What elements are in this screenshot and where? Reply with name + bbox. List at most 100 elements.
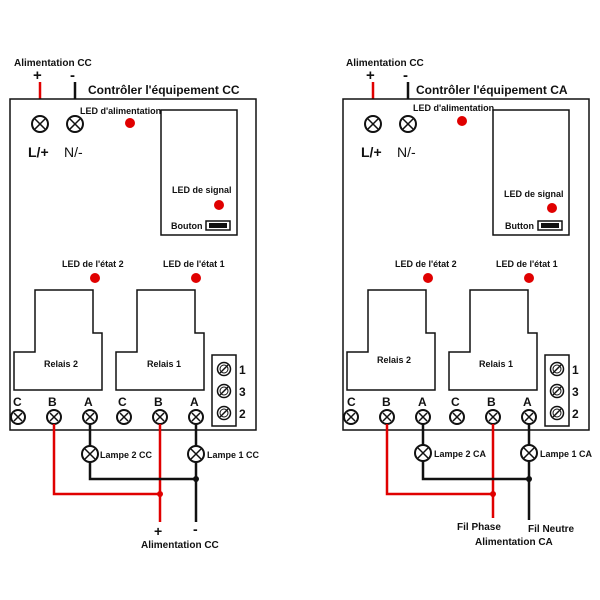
ac-state2-led bbox=[423, 273, 433, 283]
dc-terminal-label: A bbox=[190, 395, 199, 409]
dc-negative-wire bbox=[88, 462, 196, 481]
ac-power-led-label: LED d'alimentation bbox=[413, 103, 494, 113]
ac-relay-1 bbox=[448, 289, 538, 391]
ac-terminal-label: A bbox=[523, 395, 532, 409]
ac-side-terminal-3[interactable] bbox=[549, 383, 565, 399]
ac-lamp1-icon bbox=[520, 444, 538, 462]
dc-junction-positive bbox=[157, 491, 163, 497]
ac-side-terminal-label-1: 1 bbox=[572, 363, 579, 377]
dc-l-plus-label: L/+ bbox=[28, 144, 49, 160]
dc-plus-sign: + bbox=[33, 67, 42, 84]
dc-power-led-label: LED d'alimentation bbox=[80, 106, 161, 116]
ac-state1-led-label: LED de l'état 1 bbox=[496, 259, 558, 269]
dc-control-module bbox=[160, 109, 238, 236]
dc-bottom-plus: + bbox=[154, 523, 162, 539]
ac-output-terminal[interactable] bbox=[379, 409, 395, 425]
ac-signal-led-label: LED de signal bbox=[504, 189, 564, 199]
dc-output-terminal[interactable] bbox=[152, 409, 168, 425]
dc-signal-led bbox=[214, 200, 224, 210]
ac-lamp1-label: Lampe 1 CA bbox=[540, 449, 593, 459]
ac-button[interactable] bbox=[537, 220, 563, 231]
ac-terminal-label: B bbox=[382, 395, 391, 409]
dc-button[interactable] bbox=[205, 220, 231, 231]
ac-side-terminal-2[interactable] bbox=[549, 405, 565, 421]
ac-button-label: Button bbox=[505, 221, 534, 231]
ac-phase-wire bbox=[385, 424, 495, 496]
dc-terminal-label: C bbox=[13, 395, 22, 409]
dc-board-title: Contrôler l'équipement CC bbox=[88, 83, 240, 97]
ac-output-terminal[interactable] bbox=[449, 409, 465, 425]
dc-relay-2-label: Relais 2 bbox=[44, 359, 78, 369]
ac-l-plus-label: L/+ bbox=[361, 144, 382, 160]
ac-state2-led-label: LED de l'état 2 bbox=[395, 259, 457, 269]
ac-power-label: Alimentation CC bbox=[346, 58, 424, 69]
ac-output-terminal[interactable] bbox=[343, 409, 359, 425]
dc-side-terminal-1[interactable] bbox=[216, 361, 232, 377]
ac-side-terminal-1[interactable] bbox=[549, 361, 565, 377]
dc-side-terminal-label-2: 2 bbox=[239, 407, 246, 421]
dc-power-led bbox=[125, 118, 135, 128]
dc-power-label: Alimentation CC bbox=[14, 58, 92, 69]
dc-output-terminal[interactable] bbox=[10, 409, 26, 425]
dc-side-terminal-label-1: 1 bbox=[239, 363, 246, 377]
dc-bottom-minus: - bbox=[193, 521, 198, 537]
ac-minus-sign: - bbox=[403, 67, 408, 84]
ac-output-terminal[interactable] bbox=[485, 409, 501, 425]
dc-terminal-label: B bbox=[154, 395, 163, 409]
dc-terminal-label: B bbox=[48, 395, 57, 409]
dc-signal-led-label: LED de signal bbox=[172, 185, 232, 195]
ac-terminal-label: C bbox=[451, 395, 460, 409]
dc-output-terminal[interactable] bbox=[46, 409, 62, 425]
ac-junction-phase bbox=[490, 491, 496, 497]
dc-side-terminal-3[interactable] bbox=[216, 383, 232, 399]
ac-junction-neutral bbox=[526, 476, 532, 482]
ac-relay-2-label: Relais 2 bbox=[377, 355, 411, 365]
ac-panel: Alimentation CC + - Contrôler l'équipeme… bbox=[342, 58, 593, 548]
dc-power-terminal-n[interactable] bbox=[66, 115, 84, 133]
ac-neutral-wire bbox=[421, 461, 529, 481]
dc-n-minus-label: N/- bbox=[64, 144, 83, 160]
dc-state2-led-label: LED de l'état 2 bbox=[62, 259, 124, 269]
dc-terminal-label: A bbox=[84, 395, 93, 409]
ac-bottom-power-label: Alimentation CA bbox=[475, 537, 553, 548]
ac-side-terminal-label-2: 2 bbox=[572, 407, 579, 421]
ac-power-led bbox=[457, 116, 467, 126]
dc-button-label: Bouton bbox=[171, 221, 203, 231]
ac-output-terminal[interactable] bbox=[415, 409, 431, 425]
dc-output-terminal[interactable] bbox=[188, 409, 204, 425]
dc-panel: Alimentation CC + - Contrôler l'équipeme… bbox=[9, 58, 260, 551]
dc-lamp1-label: Lampe 1 CC bbox=[207, 450, 260, 460]
dc-relay-1-label: Relais 1 bbox=[147, 359, 181, 369]
dc-side-terminal-2[interactable] bbox=[216, 405, 232, 421]
ac-power-terminal-l[interactable] bbox=[364, 115, 382, 133]
dc-output-terminal[interactable] bbox=[82, 409, 98, 425]
dc-output-terminal[interactable] bbox=[116, 409, 132, 425]
dc-minus-sign: - bbox=[70, 67, 75, 84]
ac-board-title: Contrôler l'équipement CA bbox=[416, 83, 568, 97]
ac-power-terminal-n[interactable] bbox=[399, 115, 417, 133]
dc-lamp2-label: Lampe 2 CC bbox=[100, 450, 153, 460]
ac-side-terminal-label-3: 3 bbox=[572, 385, 579, 399]
ac-neutral-label: Fil Neutre bbox=[528, 524, 575, 535]
ac-control-module bbox=[492, 109, 570, 236]
dc-state1-led-label: LED de l'état 1 bbox=[163, 259, 225, 269]
dc-positive-wire bbox=[52, 424, 162, 496]
dc-lamp2-icon bbox=[81, 445, 99, 463]
ac-lamp2-icon bbox=[414, 444, 432, 462]
dc-side-terminal-label-3: 3 bbox=[239, 385, 246, 399]
dc-bottom-power-label: Alimentation CC bbox=[141, 540, 219, 551]
ac-phase-label: Fil Phase bbox=[457, 522, 501, 533]
dc-lamp1-icon bbox=[187, 445, 205, 463]
ac-signal-led bbox=[547, 203, 557, 213]
ac-output-terminal[interactable] bbox=[521, 409, 537, 425]
dc-state1-led bbox=[191, 273, 201, 283]
dc-relay-1 bbox=[115, 289, 205, 391]
ac-terminal-label: C bbox=[347, 395, 356, 409]
ac-plus-sign: + bbox=[366, 67, 375, 84]
ac-lamp2-label: Lampe 2 CA bbox=[434, 449, 487, 459]
dc-state2-led bbox=[90, 273, 100, 283]
ac-relay-2 bbox=[346, 289, 436, 391]
dc-terminal-label: C bbox=[118, 395, 127, 409]
dc-power-terminal-l[interactable] bbox=[31, 115, 49, 133]
